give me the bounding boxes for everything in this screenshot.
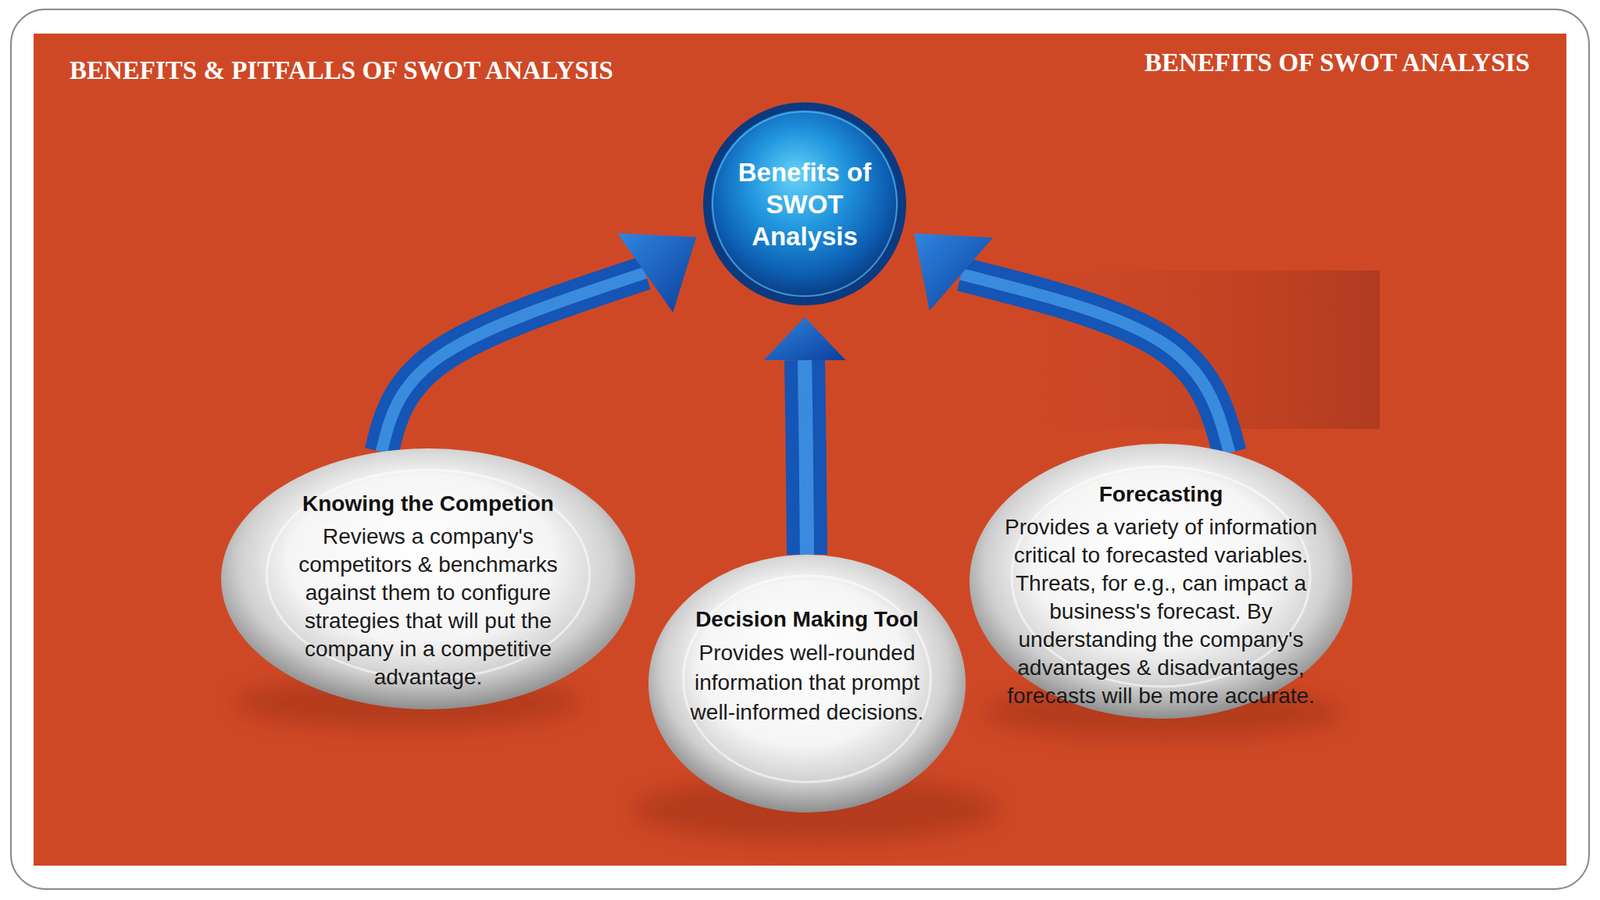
arrow-highlight (381, 272, 645, 452)
ellipse-fill (221, 448, 636, 710)
arrow-head (914, 233, 993, 311)
flow-arrow (914, 233, 1230, 454)
benefit-ellipse: ForecastingProvides a variety of informa… (969, 443, 1353, 719)
ellipse-fill (648, 554, 966, 813)
ellipse-fill (969, 443, 1353, 719)
arrow-highlight (960, 274, 1229, 454)
node-heading: Decision Making Tool (674, 605, 940, 634)
flow-arrow (381, 232, 697, 452)
node-body: Provides a variety of information critic… (987, 513, 1336, 711)
node-heading: Forecasting (987, 480, 1336, 509)
arrow-highlight (804, 360, 808, 555)
slide-frame (10, 9, 1590, 890)
arrow-shaft (804, 360, 808, 555)
arrow-shaft (381, 272, 645, 452)
arrow-shaft (960, 274, 1229, 454)
node-heading: Knowing the Competion (279, 489, 577, 518)
hub-circle-fill (707, 106, 903, 302)
benefit-ellipse: Decision Making ToolProvides well-rounde… (648, 554, 966, 813)
hub-circle-rim (712, 111, 897, 297)
hub-circle: Benefits of SWOT Analysis (703, 102, 907, 306)
node-body: Reviews a company's competitors & benchm… (279, 522, 577, 692)
slide-panel (33, 33, 1567, 866)
benefit-ellipse: Knowing the CompetionReviews a company's… (221, 448, 636, 710)
section-label: BENEFITS OF SWOT ANALYSIS (1144, 48, 1530, 77)
slide-title: BENEFITS & PITFALLS OF SWOT ANALYSIS (69, 56, 614, 85)
arrow-head (764, 317, 847, 361)
arrow-head (617, 232, 697, 313)
flow-arrow (764, 317, 847, 555)
node-body: Provides well-rounded information that p… (674, 638, 940, 728)
node-body: Benefits of SWOT Analysis (718, 156, 891, 253)
